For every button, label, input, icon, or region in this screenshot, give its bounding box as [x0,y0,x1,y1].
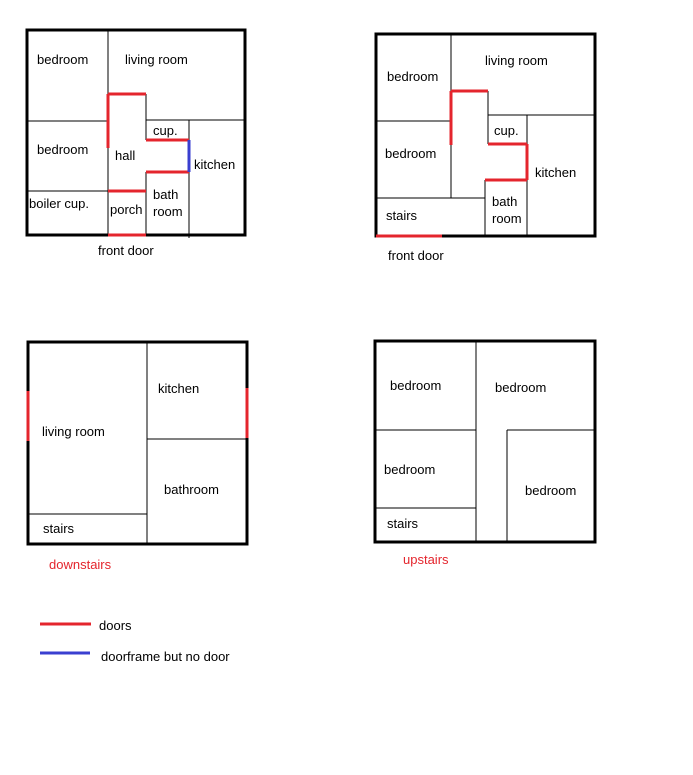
plan-1-room-label: cup. [153,123,178,138]
plan-2-room-label: cup. [494,123,519,138]
plan-1-room-label: living room [125,52,188,67]
plan-3-caption: downstairs [49,557,112,572]
plan-3-room-label: kitchen [158,381,199,396]
plan-1-room-label: bedroom [37,52,88,67]
plan-1-room-label: boiler cup. [29,196,89,211]
plan-4-room-label: stairs [387,516,419,531]
plan-3-room-label: bathroom [164,482,219,497]
plan-2-room-label: bedroom [385,146,436,161]
room-label-line-2: room [492,211,522,226]
plan-4-room-label: bedroom [384,462,435,477]
legend-doorframe-label: doorframe but no door [101,649,230,664]
plan-1-room-label-line: bath [153,187,178,202]
plan-1-doors [106,92,189,237]
plan-2-room-label: living room [485,53,548,68]
legend-doors-label: doors [99,618,132,633]
plan-1-room-label: porch [110,202,143,217]
floor-plan-4 [373,339,597,544]
legend: doors doorframe but no door [40,618,230,664]
plan-3-doors [26,388,249,441]
plan-1-room-label: kitchen [194,157,235,172]
plan-4-outer-wall [373,339,597,544]
plan-1-room-label: hall [115,148,135,163]
plan-2-room-label: stairs [386,208,418,223]
plan-2-room-label: kitchen [535,165,576,180]
plan-3-room-label: stairs [43,521,75,536]
plan-2-room-label: bath room [492,194,522,226]
plan-2-room-label-line: bath [492,194,517,209]
plan-4-room-label: bedroom [495,380,546,395]
plan-4-caption: upstairs [403,552,449,567]
plan-1-room-label: bedroom [37,142,88,157]
plan-2-front-door-label: front door [388,248,444,263]
plan-1-room-label: bath room [153,187,183,219]
plan-4-room-label: bedroom [525,483,576,498]
plan-3-room-label: living room [42,424,105,439]
floor-plan-3 [26,340,249,546]
plan-2-room-label: bedroom [387,69,438,84]
plan-1-front-door-label: front door [98,243,154,258]
room-label-line-2: room [153,204,183,219]
plan-3-outer-wall [26,340,249,546]
plan-4-room-label: bedroom [390,378,441,393]
plan-2-doors [376,89,529,238]
